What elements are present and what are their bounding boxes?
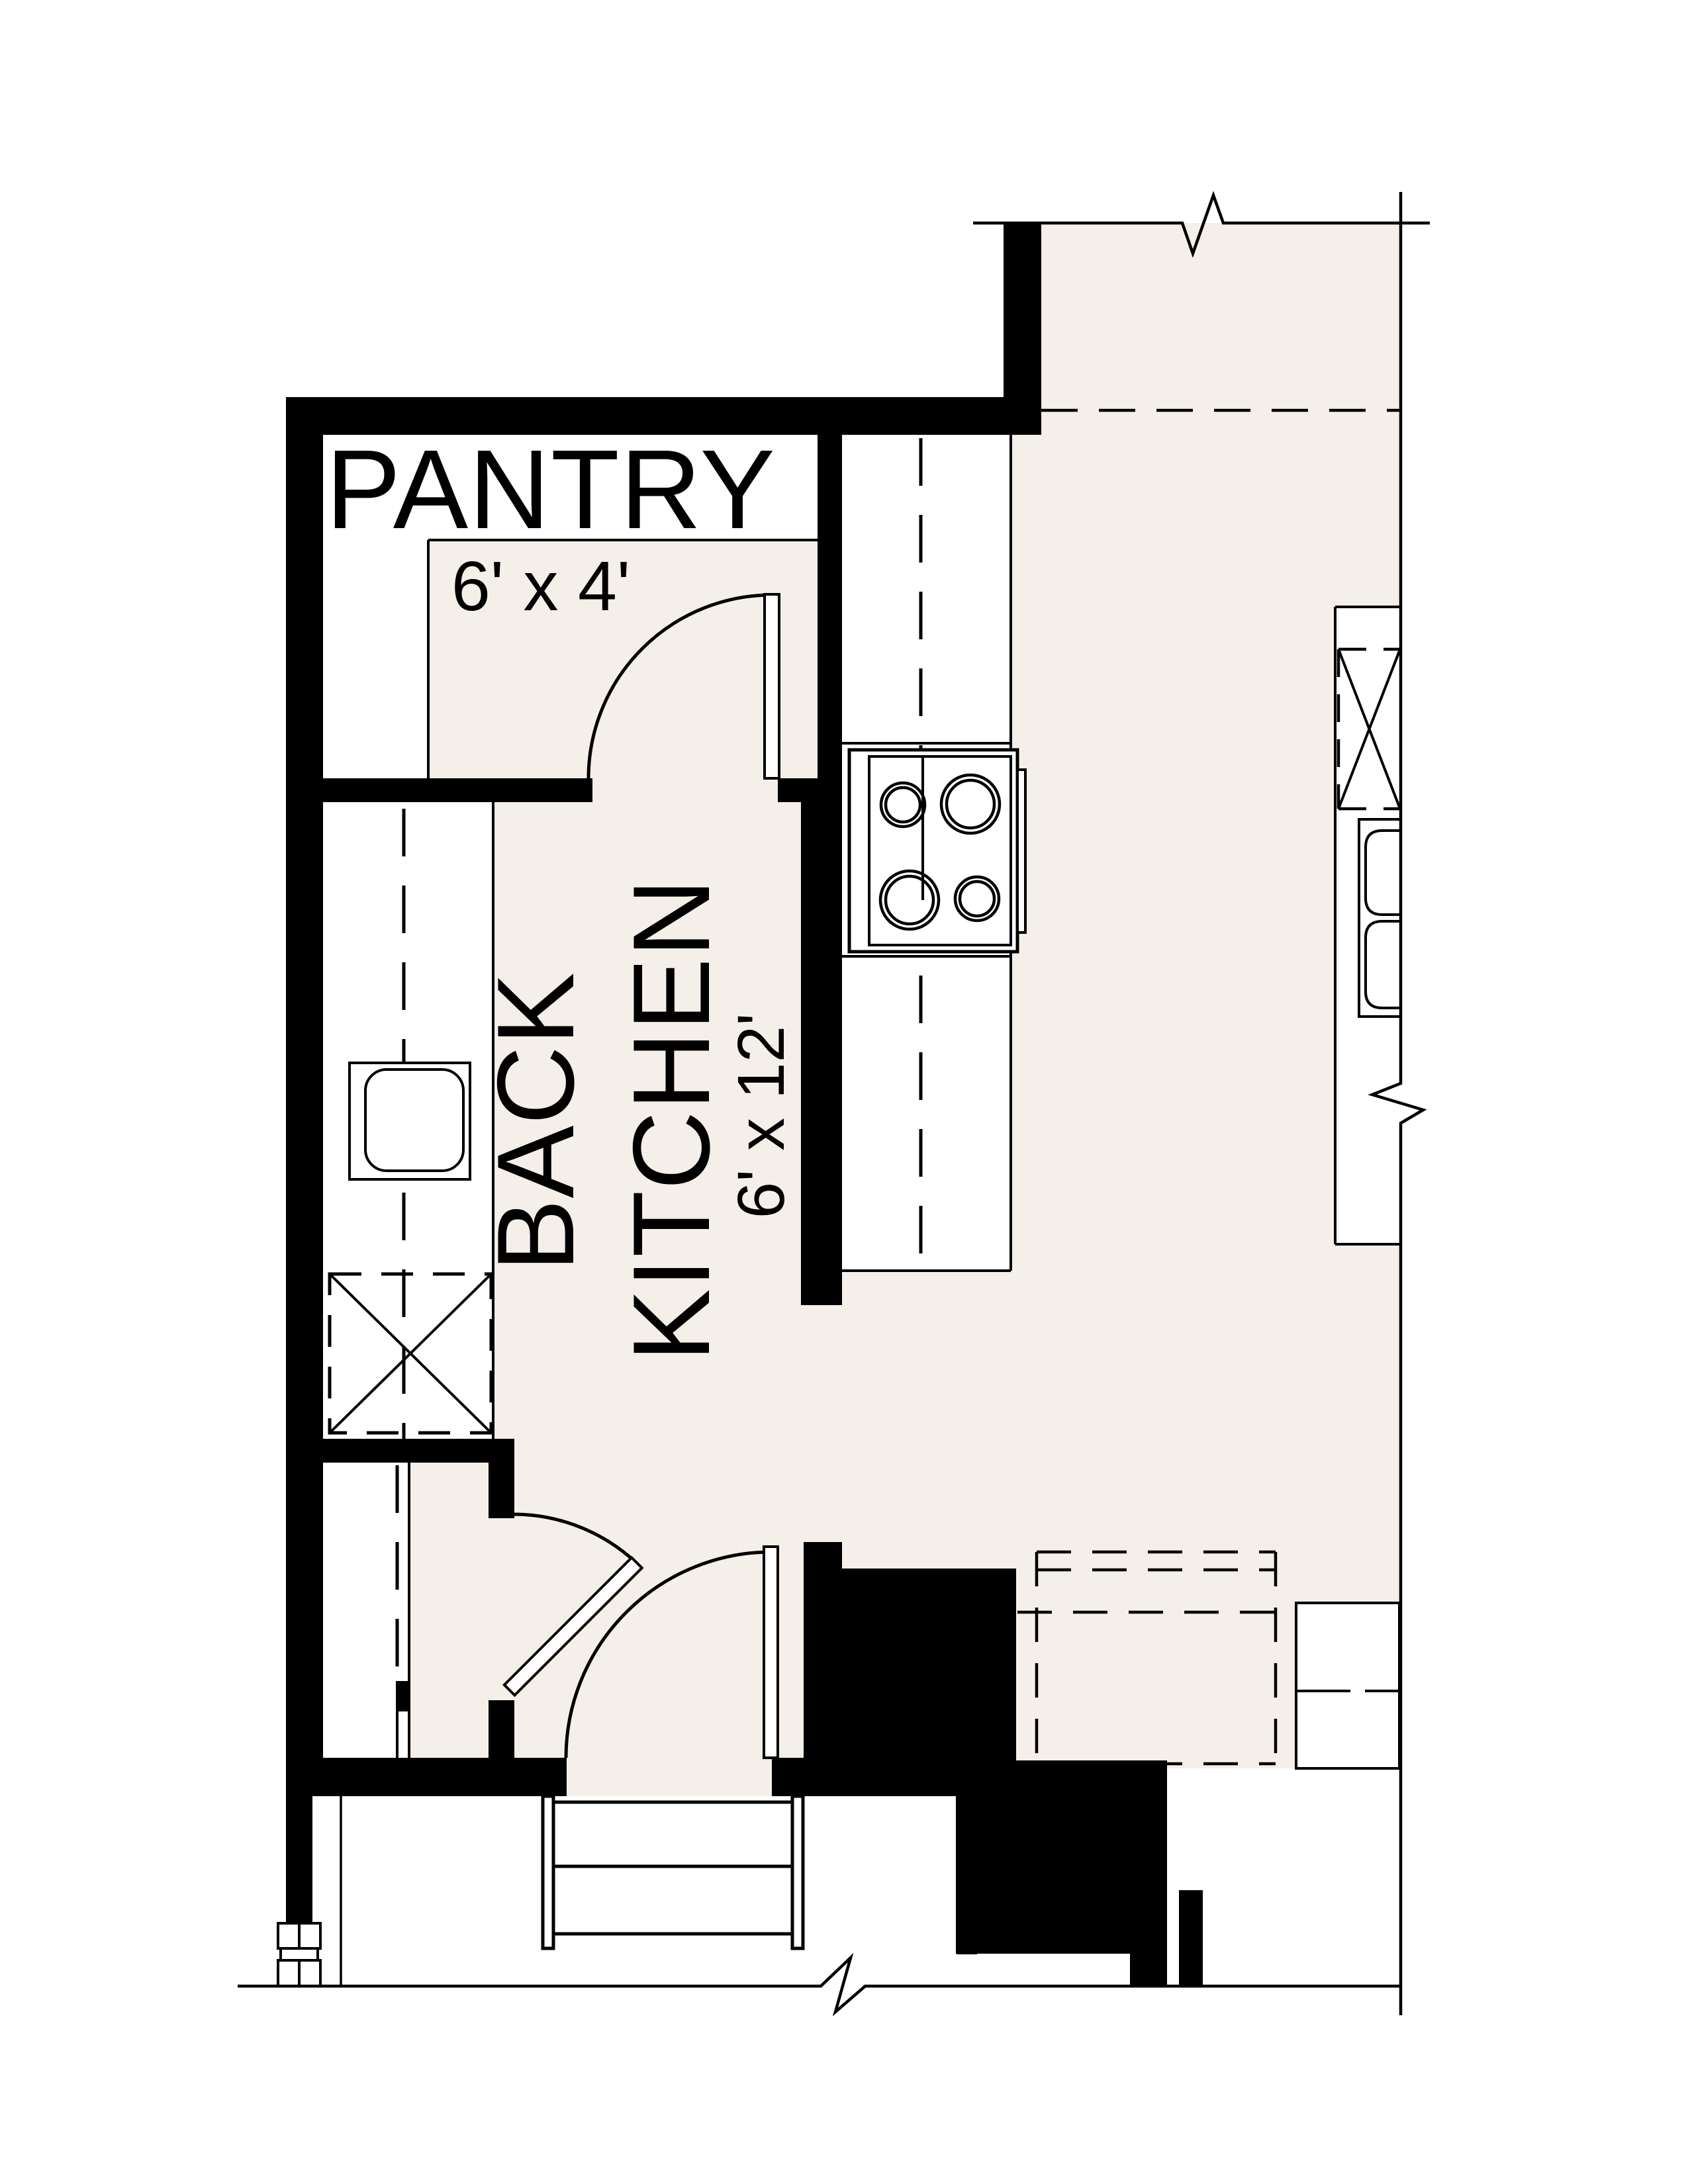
range-handle <box>1016 768 1027 934</box>
pantry-door <box>586 593 780 780</box>
dishwasher-x2 <box>328 1273 492 1434</box>
cut-line-bottom-with-break <box>238 1952 1400 2017</box>
wall-block-below-island <box>956 1760 1167 1954</box>
lower-left-closet <box>324 1463 409 1758</box>
wall-stair-right <box>957 1796 977 1954</box>
back-steps <box>541 1794 805 1950</box>
wall-mass-bottom-right <box>804 1569 1016 1760</box>
pantry-door-swing-arc <box>586 593 773 779</box>
burner-large-tr <box>939 773 1002 835</box>
pantry-label-band <box>323 435 818 540</box>
wall-left-outer <box>286 397 323 1795</box>
labels: PANTRY 6' x 4' BACK KITCHEN 6' x 12' <box>326 427 798 1362</box>
wall-pantry-bottom <box>323 778 592 802</box>
wall-closet-top <box>288 1439 514 1463</box>
range-cooktop <box>847 748 1027 954</box>
rear-door-swing-arc <box>564 1550 773 1758</box>
burner-small-tl <box>879 781 927 829</box>
rear-door-opening-floor <box>567 1758 772 1796</box>
dishwasher-outline <box>328 1272 493 1435</box>
walls <box>286 223 1203 1986</box>
burner-large-tr-inner <box>945 778 996 830</box>
pantry-door-leaf <box>763 593 780 780</box>
refrigerator <box>1336 647 1401 811</box>
rear-door <box>564 1545 779 1759</box>
wall-pantry-right <box>818 435 842 778</box>
wall-bottom-left <box>286 1758 567 1796</box>
fridge-x2 <box>1337 649 1401 809</box>
wall-porch-left <box>286 1795 312 1925</box>
back-label: BACK <box>475 972 596 1271</box>
burner-small-br-inner <box>958 880 996 918</box>
wall-rear-door-stub <box>804 1542 842 1569</box>
kitchen-dim-label: 6' x 12' <box>724 1013 798 1219</box>
burner-small-br <box>953 875 1001 923</box>
wall-pantry-top <box>286 397 1041 435</box>
island-dashed-outline <box>1017 1550 1293 1766</box>
cut-line-top-with-break <box>973 191 1430 258</box>
dishwasher <box>328 1272 493 1435</box>
floor-strip-island <box>842 1542 1016 1569</box>
hall-door-swing-arc <box>513 1512 642 1569</box>
pantry-shelf-strip <box>323 540 428 778</box>
porch-post <box>277 1796 342 1987</box>
cut-lines <box>238 191 1430 2017</box>
pantry-label: PANTRY <box>326 427 776 553</box>
wall-kitchen-right <box>801 802 842 1305</box>
crop-mask-right <box>1401 199 1688 2025</box>
open-floor-mid <box>818 1305 1400 1542</box>
pantry-dim-label: 6' x 4' <box>451 547 630 625</box>
wall-post-b <box>1179 1890 1203 1986</box>
burner-large-bl <box>878 869 941 931</box>
doors <box>502 593 780 1759</box>
pantry-floor <box>428 540 818 778</box>
hall-door-leaf <box>502 1555 644 1698</box>
wall-closet-stub <box>396 1681 409 1711</box>
wall-hall-door-stub-upper <box>489 1463 514 1518</box>
upper-right-room-floor <box>1041 223 1401 607</box>
floor-below-counter <box>842 1271 1400 1305</box>
hall-door <box>502 1512 644 1698</box>
burner-large-bl-inner <box>884 874 935 926</box>
stair-stringer-left <box>541 1794 555 1950</box>
wall-post-a <box>1130 1954 1167 1986</box>
pantry-door-opening-floor <box>592 778 778 802</box>
wall-hall-door-stub-lower <box>489 1700 514 1758</box>
cut-line-right-with-break <box>1368 192 1427 2015</box>
sink-bowl <box>364 1068 465 1172</box>
burner-small-tl-inner <box>884 786 922 824</box>
wall-upper-right <box>1004 223 1041 435</box>
island-table <box>1296 1603 1399 1768</box>
stair-stringer-right <box>790 1794 805 1950</box>
rear-door-leaf <box>763 1545 779 1759</box>
kitchen-label: KITCHEN <box>610 878 732 1361</box>
wall-pantry-door-stub <box>778 778 842 802</box>
kitchen-sink <box>348 1062 471 1181</box>
